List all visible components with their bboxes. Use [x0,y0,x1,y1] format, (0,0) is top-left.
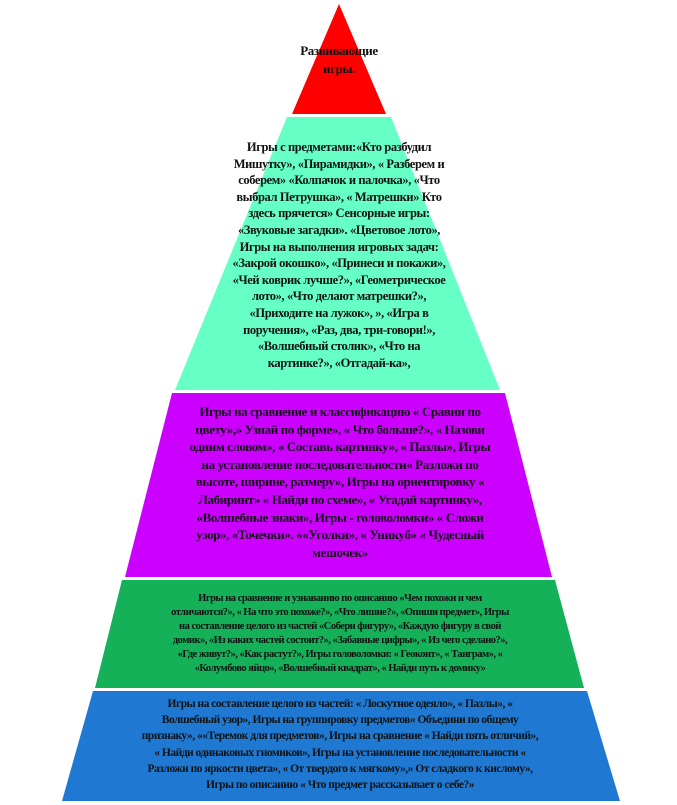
tier-text-line: на составление целого из частей «Собери … [179,621,501,632]
tier-text-line: домик», «Из каких частей состоит?», «Заб… [172,635,508,646]
tier-text-line: Игры с предметами:«Кто разбудил [246,140,432,154]
tier-text-line: игры. [322,61,356,76]
tier-text-line: Волшебный узор», Игры на группировку пре… [161,714,519,727]
tier-text-line: здесь прячется» Сенсорные игры: [248,206,430,221]
tier-text-line: «Волшебные знаки», Игры - головоломки» «… [196,509,484,525]
tier-text-line: цвету»,» Узнай по форме», « Что больше?»… [195,421,485,437]
tier-text-line: Игры по описанию « Что предмет рассказыв… [206,779,474,792]
tier-text-line: выбрал Петрушка», « Матрешки» Кто [236,189,442,204]
tier-text-line: Развивающие [300,43,378,58]
tier-text-line: Игры на выполнения игровых задач: [239,239,439,254]
tier-text-line: «Колумбово яйцо», «Волшебный квадрат», «… [194,663,486,674]
tier-3-text: Игры на сравнение и классификацию « Срав… [150,403,530,561]
tier-text-line: высоте, ширине, размеру», Игры на ориент… [195,474,485,490]
tier-text-line: Лабиринт» « Найди по схеме», « Угадай ка… [198,491,482,507]
tier-text-line: отличаются?», « На что это похоже?», «Чт… [171,607,509,618]
tier-text-line: картинке?», «Отгадай-ка», [267,355,411,370]
tier-text-line: «Звуковые загадки». «Цветовое лото», [237,222,441,237]
tier-text-line: мешочек» [312,544,368,560]
pyramid-tier-1-shape [292,4,386,114]
tier-text-line: «Закрой окошко», «Принеси и покажи», [232,256,446,271]
tier-text-line: «Чей коврик лучше?», «Геометрическое [232,272,446,287]
pyramid-tier-4-shape [95,580,584,688]
tier-4-text: Игры на сравнение и узнаванию по описани… [120,592,560,676]
tier-text-line: лото», «Что делают матрешки?», [251,289,427,304]
tier-text-line: узор», «Точечки». ««Уголки», « Уникуб» «… [196,527,484,543]
tier-text-line: Игры на сравнение и классификацию « Срав… [199,404,481,419]
tier-text-line: Игры на сравнение и узнаванию по описани… [198,593,482,604]
tier-text-line: Разложи по яркости цвета», « От твердого… [147,762,533,775]
pyramid-tier-3-shape [125,393,552,577]
tier-text-line: «Где живут?», «Как растут?», Игры голово… [177,649,503,660]
tier-text-line: одним словом», « Составь картинку», « Па… [189,439,491,455]
tier-1-text: Развивающие игры. [239,42,439,78]
tier-text-line: Мишутку», «Пирамидки», « Разберем и [233,156,445,171]
tier-text-line: признаку», ««Теремок для предметов», Игр… [141,730,539,743]
tier-text-line: Игры на составление целого из частей: « … [167,698,513,710]
pyramid-tier-5-shape [62,691,620,801]
tier-text-line: соберем» «Колпачок и палочка», «Что [238,173,440,188]
tier-5-text: Игры на составление целого из частей: « … [90,696,590,793]
tier-text-line: на установление последовательности« Разл… [201,456,479,472]
tier-text-line: «Волшебный столик», «Что на [257,339,421,354]
tier-text-line: «Приходите на лужок», », «Игра в [249,305,429,320]
pyramid-tier-2-shape [175,117,500,390]
tier-text-line: поручения», «Раз, два, три-говори!», [243,322,435,337]
tier-text-line: « Найди одинаковых гномиков», Игры на ус… [154,746,526,759]
